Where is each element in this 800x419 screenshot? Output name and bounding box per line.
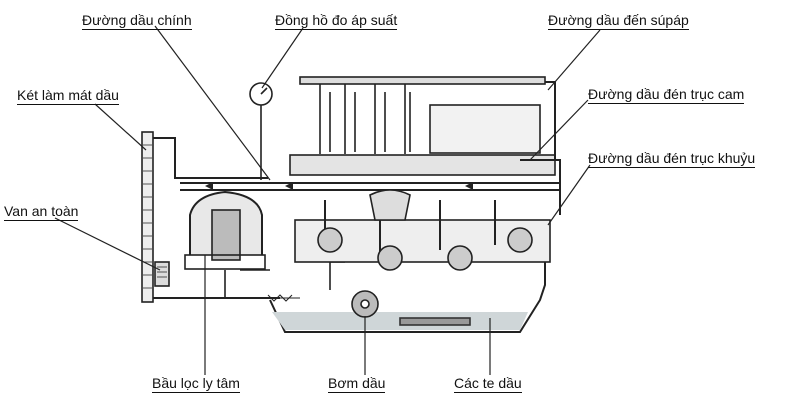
cooler-outlet-pipe: [153, 137, 268, 179]
label-main-oil-line: Đường dầu chính: [82, 12, 192, 30]
crank-throw-1: [317, 227, 343, 253]
rocker-supports: [319, 84, 406, 154]
valve-stems: [329, 92, 411, 152]
leader-pressure-gauge: [261, 27, 304, 89]
leader-main-oil-line: [154, 25, 271, 181]
leader-oil-to-crankshaft: [547, 164, 591, 226]
centrifugal-filter-base: [184, 254, 266, 270]
leader-relief-valve: [54, 217, 161, 271]
main-oil-gallery: [180, 182, 560, 191]
valve-pipe: [545, 81, 556, 160]
crank-throw-2: [377, 245, 403, 271]
pressure-gauge-needle: [260, 87, 268, 95]
leader-lines: [54, 25, 601, 375]
label-pressure-gauge: Đồng hồ đo áp suất: [275, 12, 398, 30]
crank-throw-4: [507, 227, 533, 253]
centrifugal-filter-rotor: [211, 209, 241, 261]
oil-pump-hub: [360, 299, 370, 309]
pump-intake-pipe: [329, 261, 345, 290]
camshaft-pipe: [520, 159, 561, 215]
label-oil-pan: Các te dầu: [454, 375, 522, 393]
leader-oil-to-valves: [547, 29, 601, 91]
label-oil-to-camshaft: Đường dầu đén trục cam: [588, 86, 745, 104]
rocker-rail: [299, 76, 546, 85]
filter-return-pipe: [224, 269, 270, 298]
cylinder-head: [289, 154, 556, 176]
oil-pan: [269, 262, 546, 333]
label-oil-to-crankshaft: Đường dầu đén trục khuỷu: [588, 150, 756, 168]
pump-spring-valve: [265, 294, 300, 302]
leader-oil-to-camshaft: [529, 99, 589, 161]
label-centrifugal-filter: Bầu lọc ly tâm: [152, 375, 240, 393]
valve-cover: [429, 104, 541, 154]
oil-pan-strainer: [399, 317, 471, 326]
label-oil-cooler: Két làm mát dầu: [17, 87, 119, 105]
oil-cooler-fins: [143, 144, 152, 289]
crank-throw-3: [447, 245, 473, 271]
crank-piston: [369, 189, 411, 221]
relief-valve: [154, 261, 170, 287]
oil-cooler: [141, 131, 154, 303]
label-oil-to-valves: Đường dầu đến súpáp: [548, 12, 689, 30]
relief-valve-spring: [157, 266, 167, 278]
label-relief-valve: Van an toàn: [4, 203, 79, 221]
leader-oil-cooler: [94, 103, 147, 151]
label-oil-pump: Bơm dầu: [328, 375, 386, 393]
piston-rods: [324, 200, 496, 255]
